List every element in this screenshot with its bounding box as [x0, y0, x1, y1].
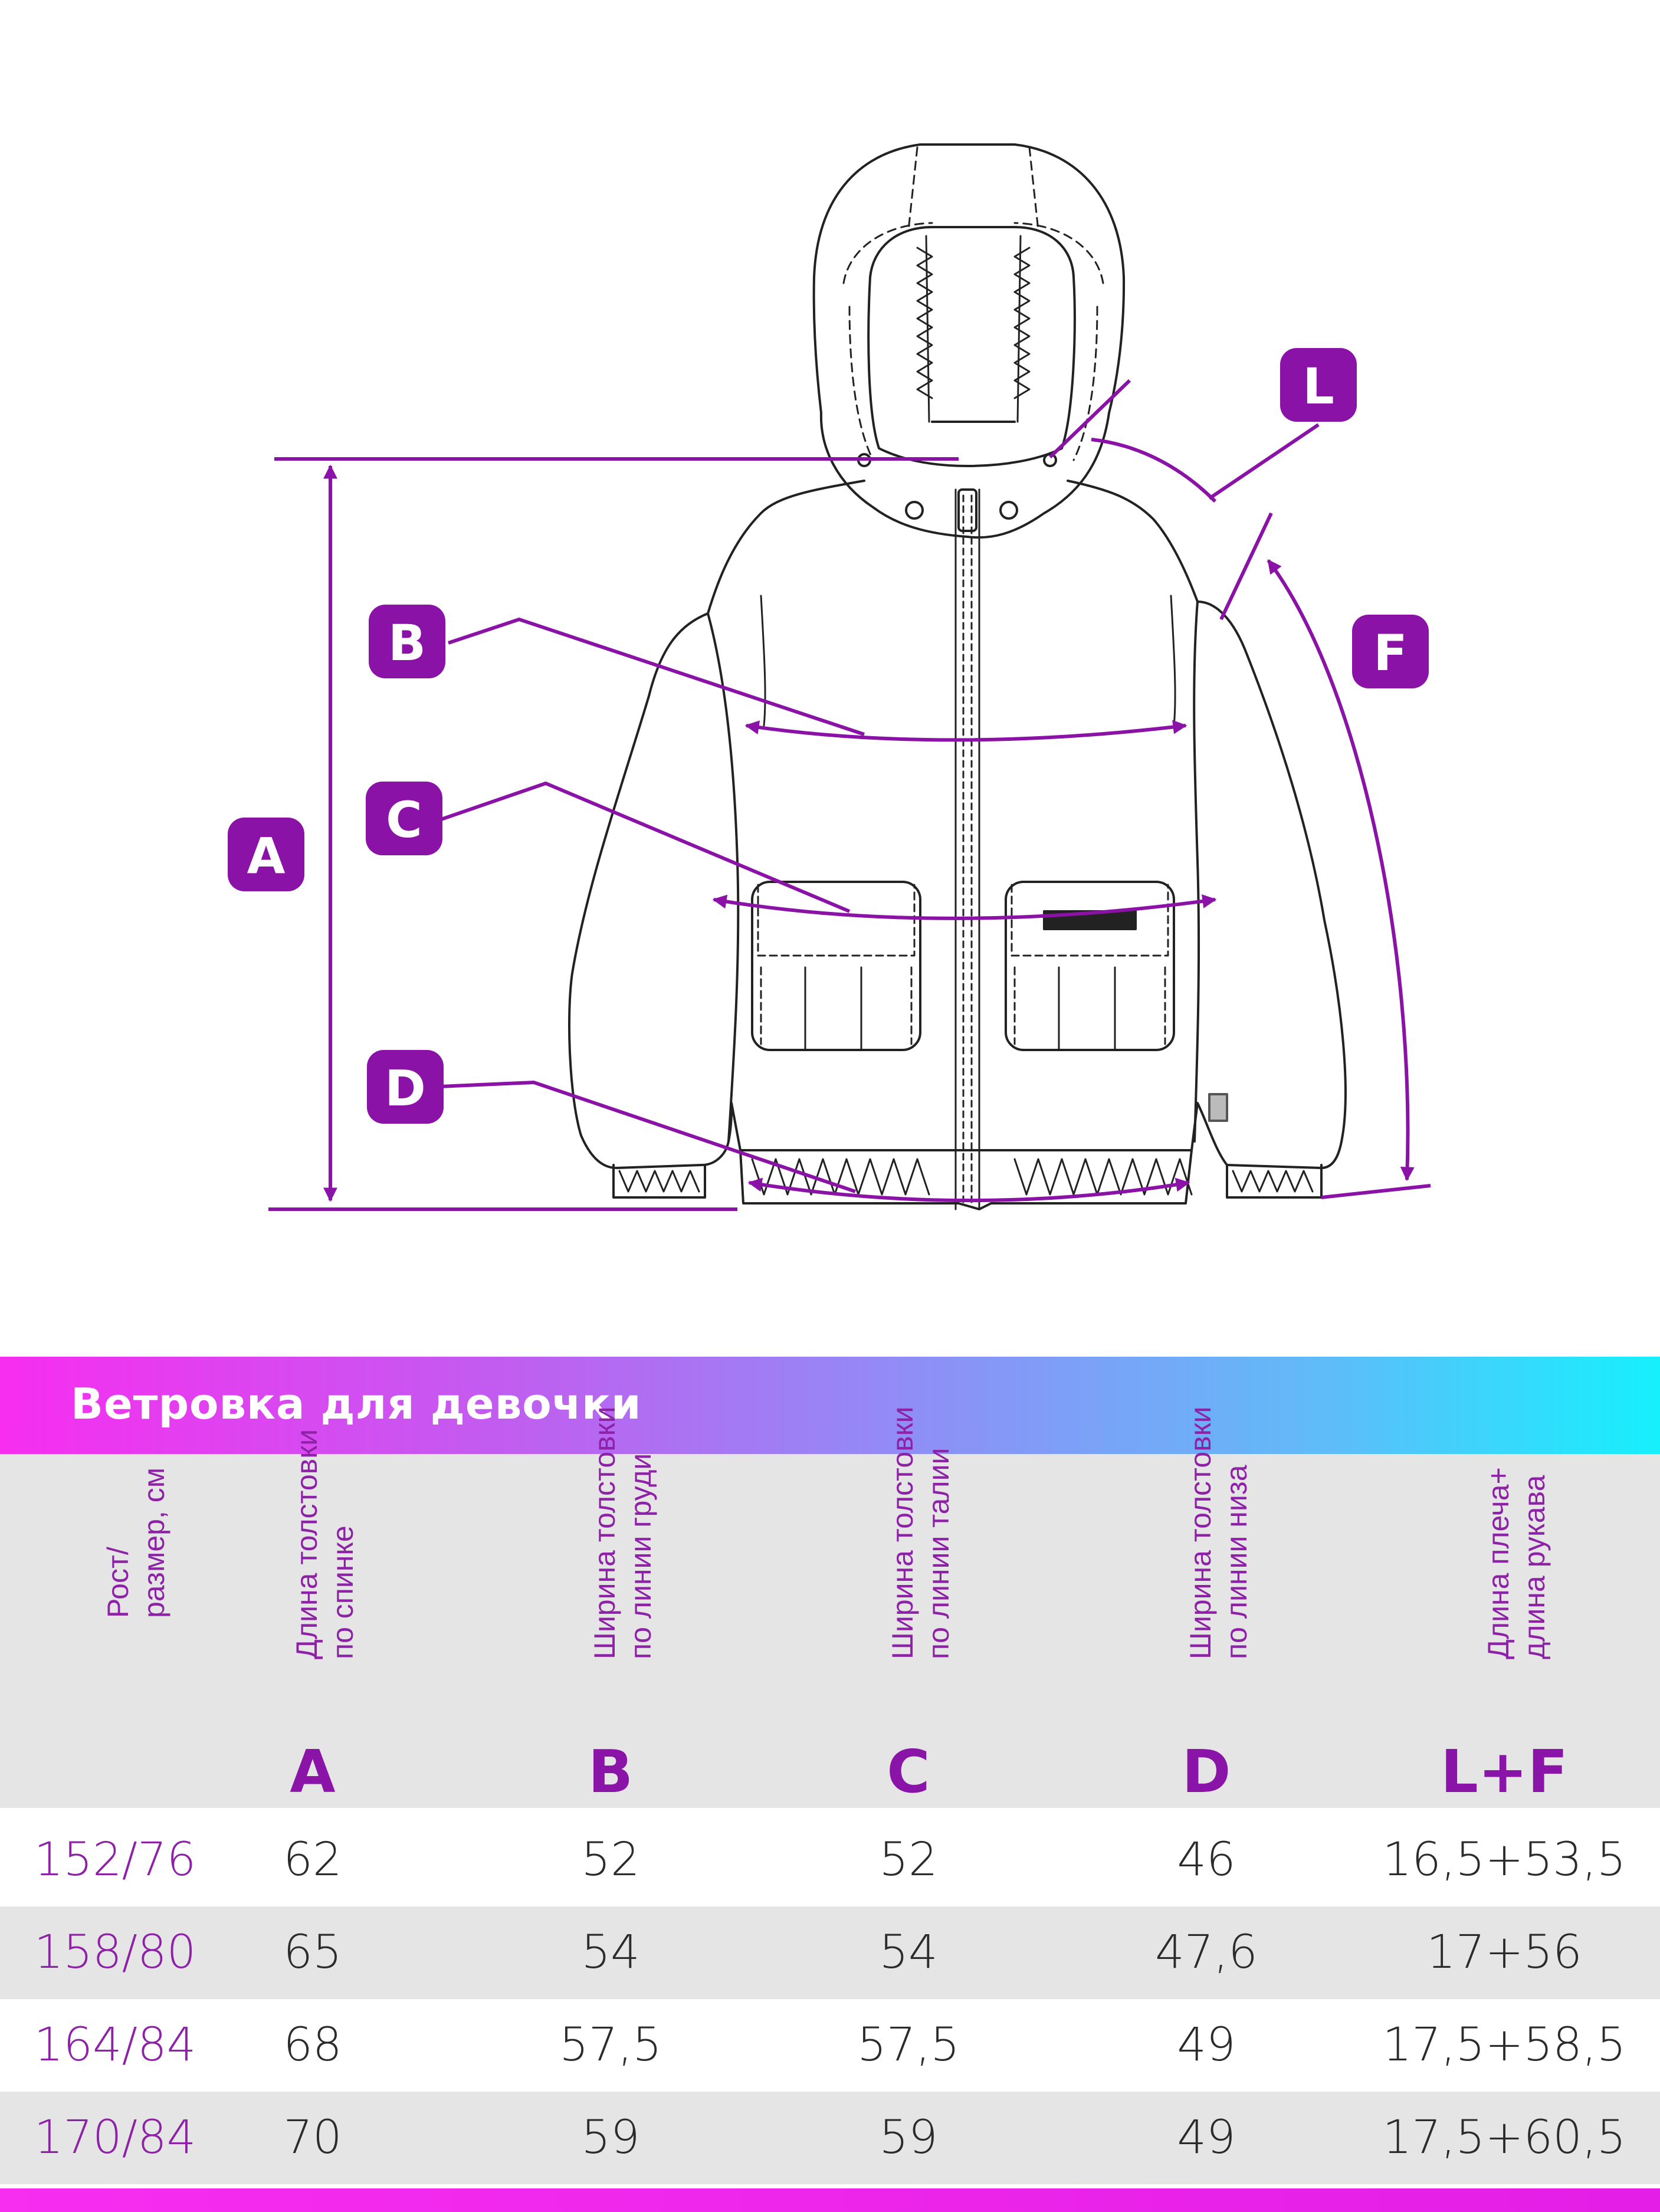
header-line: по линии груди [624, 1453, 657, 1659]
product-title: Ветровка для девочки [71, 1379, 642, 1429]
value-cell-lf: 17,5+58,5 [1382, 2019, 1626, 2072]
header-line: Ширина толстовки [588, 1406, 621, 1659]
header-col-b: Ширина толстовки по линии груди B [487, 1406, 734, 1808]
value-cell-a: 65 [283, 1926, 342, 1979]
value-cell-d: 49 [1177, 2019, 1236, 2072]
size-cell: 158/80 [34, 1926, 196, 1979]
badge-b: B [369, 605, 445, 678]
header-line: по линии низа [1220, 1465, 1253, 1659]
header-line: по линии талии [922, 1448, 955, 1659]
header-line: Ширина толстовки [886, 1406, 919, 1659]
header-line: Ширина толстовки [1184, 1406, 1217, 1659]
value-cell-b: 59 [581, 2111, 640, 2164]
badge-a: A [228, 818, 304, 891]
value-cell-d: 46 [1177, 1833, 1236, 1886]
header-letter-b: B [588, 1737, 634, 1806]
table-row: 152/76 62 52 52 46 16,5+53,5 [0, 1814, 1660, 1906]
header-line: по спинке [326, 1525, 359, 1659]
badge-c: C [366, 782, 442, 855]
value-cell-c: 57,5 [857, 2019, 960, 2072]
header-line: Длина толстовки [290, 1429, 323, 1659]
size-cell: 152/76 [34, 1833, 196, 1886]
badge-d: D [367, 1050, 444, 1124]
header-line: Длина плеча+ [1482, 1467, 1515, 1659]
value-cell-a: 70 [283, 2111, 342, 2164]
value-cell-c: 52 [879, 1833, 938, 1886]
value-cell-lf: 17+56 [1426, 1926, 1582, 1979]
value-cell-b: 54 [581, 1926, 640, 1979]
value-cell-b: 52 [581, 1833, 640, 1886]
header-line: длина рукава [1518, 1475, 1551, 1659]
table-row: 164/84 68 57,5 57,5 49 17,5+58,5 [0, 1999, 1660, 2092]
value-cell-c: 59 [879, 2111, 938, 2164]
badge-d-label: D [385, 1059, 426, 1117]
header-col-a: Длина толстовки по спинке A [189, 1429, 437, 1808]
value-cell-lf: 17,5+60,5 [1382, 2111, 1626, 2164]
value-cell-a: 62 [283, 1833, 342, 1886]
jacket-icon [568, 143, 1347, 1210]
header-line: размер, см [137, 1467, 170, 1618]
value-cell-lf: 16,5+53,5 [1382, 1833, 1626, 1886]
badge-c-label: C [386, 791, 422, 849]
header-col-c: Ширина толстовки по линии талии C [785, 1406, 1032, 1808]
header-line: Рост/ [101, 1547, 134, 1618]
badge-l-label: L [1303, 357, 1334, 415]
value-cell-d: 47,6 [1155, 1926, 1258, 1979]
badge-f: F [1352, 615, 1429, 688]
size-cell: 170/84 [34, 2111, 196, 2164]
value-cell-c: 54 [879, 1926, 938, 1979]
header-letter-d: D [1182, 1737, 1231, 1806]
badge-f-label: F [1373, 624, 1407, 682]
measurement-lines [268, 379, 1431, 1211]
badge-b-label: B [388, 614, 426, 672]
value-cell-a: 68 [283, 2019, 342, 2072]
table-row: 170/84 70 59 59 49 17,5+60,5 [0, 2092, 1660, 2184]
badge-l: L [1280, 348, 1357, 422]
jacket-measurement-diagram: A B C D L F [228, 143, 1431, 1211]
size-table-header: Рост/ размер, см Длина толстовки по спин… [0, 1406, 1660, 1808]
bottom-accent-bar [0, 2188, 1660, 2212]
header-letter-lf: L+F [1441, 1737, 1568, 1806]
header-col-d: Ширина толстовки по линии низа D [1082, 1406, 1330, 1808]
table-row: 158/80 65 54 54 47,6 17+56 [0, 1906, 1660, 1999]
value-cell-d: 49 [1177, 2111, 1236, 2164]
header-letter-c: C [887, 1737, 930, 1806]
badge-a-label: A [247, 827, 285, 885]
header-letter-a: A [290, 1737, 336, 1806]
size-cell: 164/84 [34, 2019, 196, 2072]
header-col-lf: Длина плеча+ длина рукава L+F [1380, 1454, 1628, 1808]
title-band: Ветровка для девочки [0, 1357, 1660, 1454]
value-cell-b: 57,5 [559, 2019, 662, 2072]
